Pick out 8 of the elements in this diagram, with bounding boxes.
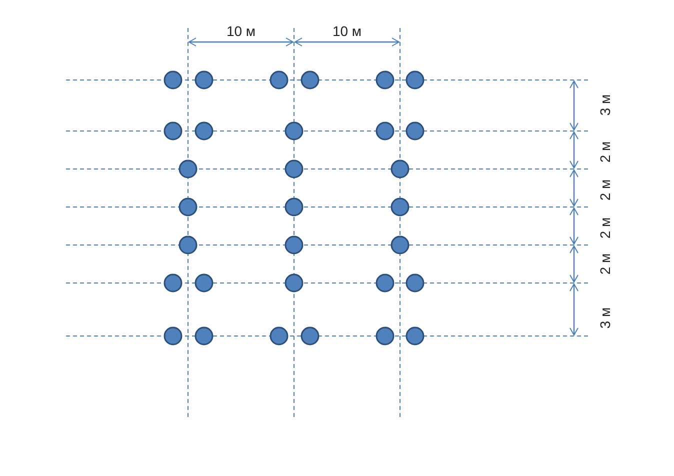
- dimension-label: 2 м: [597, 217, 613, 239]
- dimension-label: 2 м: [597, 179, 613, 201]
- dimension-label: 10 м: [226, 23, 256, 39]
- dimension-label: 3 м: [597, 94, 613, 116]
- dimension-label: 2 м: [597, 141, 613, 163]
- dimension-label: 2 м: [597, 253, 613, 275]
- dimension-label: 10 м: [332, 23, 362, 39]
- dimension-label: 3 м: [597, 307, 613, 329]
